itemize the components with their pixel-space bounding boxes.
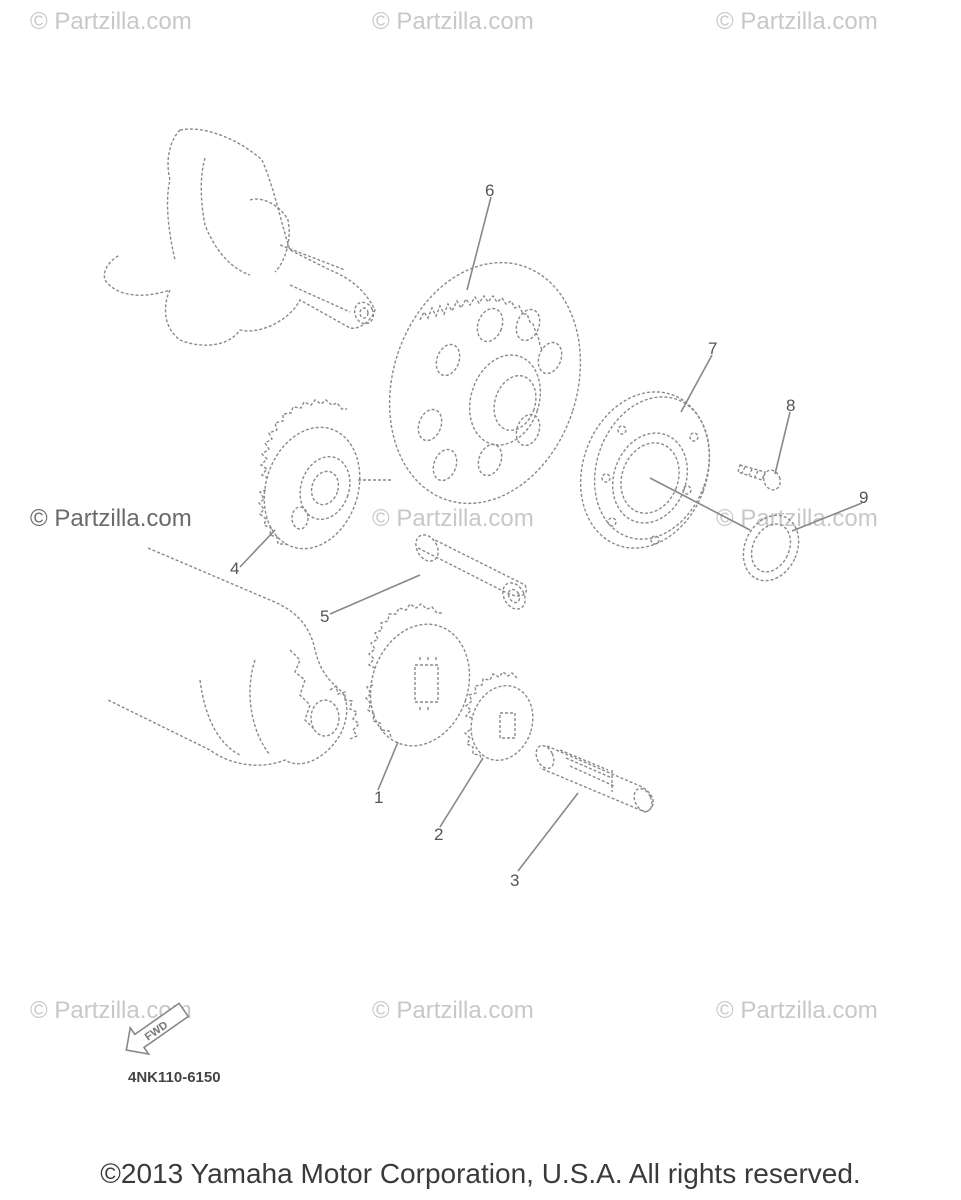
driven-gear-1	[365, 603, 471, 747]
callout-5: 5	[320, 607, 329, 626]
watermark-middle-right: © Partzilla.com	[716, 505, 878, 532]
small-gear-2	[463, 671, 534, 762]
watermark-top-right: © Partzilla.com	[716, 8, 878, 35]
callout-3: 3	[510, 871, 519, 890]
callout-6: 6	[485, 181, 494, 200]
callout-2: 2	[434, 825, 443, 844]
callout-9: 9	[859, 488, 868, 507]
copyright-notice: ©2013 Yamaha Motor Corporation, U.S.A. A…	[100, 1158, 861, 1189]
starter-clutch-7	[579, 391, 751, 549]
forward-arrow-icon: FWD	[125, 1002, 190, 1056]
watermark-bottom-right: © Partzilla.com	[716, 997, 878, 1024]
callout-7: 7	[708, 339, 717, 358]
washer-9	[742, 514, 800, 582]
idler-gear-4	[258, 399, 392, 550]
callout-4: 4	[230, 559, 239, 578]
starter-wheel-gear-6	[388, 261, 582, 505]
watermark-middle-center: © Partzilla.com	[372, 505, 534, 532]
crankshaft-drawing	[103, 128, 376, 346]
leader-lines	[239, 196, 863, 872]
watermark-top-left: © Partzilla.com	[30, 8, 192, 35]
callout-1: 1	[374, 788, 383, 807]
watermark-top-center: © Partzilla.com	[372, 8, 534, 35]
splined-shaft-3	[535, 744, 654, 813]
crankcase-drawing	[107, 547, 361, 766]
callout-8: 8	[786, 396, 795, 415]
bolt-8	[737, 464, 781, 491]
diagram-part-code: 4NK110-6150	[128, 1069, 221, 1086]
watermark-bottom-center: © Partzilla.com	[372, 997, 534, 1024]
watermark-middle-left: © Partzilla.com	[30, 505, 192, 532]
idler-shaft-5	[415, 534, 527, 610]
